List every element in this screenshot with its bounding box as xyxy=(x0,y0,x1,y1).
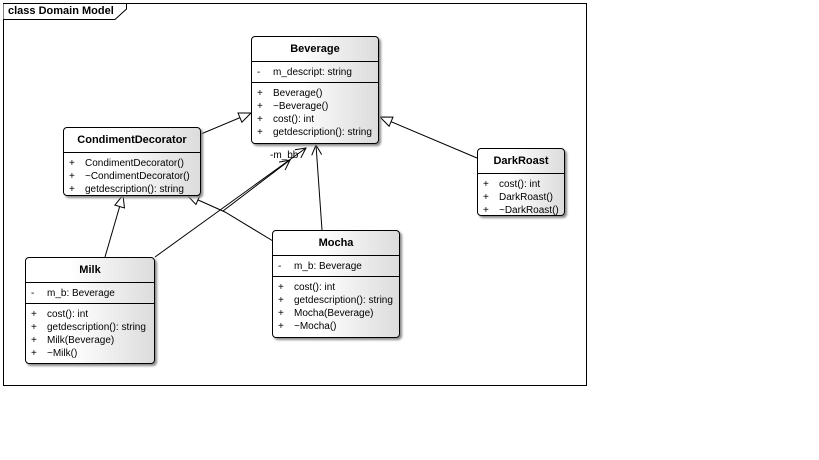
assoc-mocha-to-beverage xyxy=(316,145,323,231)
class-condiment-decorator[interactable]: CondimentDecorator +CondimentDecorator()… xyxy=(63,127,201,196)
assoc-milk-to-beverage xyxy=(154,148,306,258)
operation-row: +~CondimentDecorator() xyxy=(69,171,190,182)
operations-compartment: +cost(): int +DarkRoast() +~DarkRoast() xyxy=(478,174,564,216)
operation-row: +~DarkRoast() xyxy=(483,205,559,216)
operation-row: +CondimentDecorator() xyxy=(69,158,184,169)
operation-row: +cost(): int xyxy=(483,179,541,190)
class-name: Beverage xyxy=(252,37,378,62)
class-beverage[interactable]: Beverage -m_descript: string +Beverage()… xyxy=(251,36,379,144)
operation-row: +~Milk() xyxy=(31,348,78,359)
operation-row: +cost(): int xyxy=(278,282,336,293)
gen-condiment-to-beverage xyxy=(200,113,251,135)
operations-compartment: +Beverage() +~Beverage() +cost(): int +g… xyxy=(252,83,378,142)
operation-row: +~Beverage() xyxy=(257,101,329,112)
operation-row: +cost(): int xyxy=(31,309,89,320)
class-name: CondimentDecorator xyxy=(64,128,200,153)
class-name: Mocha xyxy=(273,231,399,256)
assoc-condiment-to-beverage xyxy=(222,160,290,212)
operation-row: +getdescription(): string xyxy=(278,295,393,306)
operation-row: +Milk(Beverage) xyxy=(31,335,115,346)
operation-row: +Mocha(Beverage) xyxy=(278,308,374,319)
operation-row: +getdescription(): string xyxy=(69,184,184,195)
frame-label: class Domain Model xyxy=(8,5,114,17)
attribute-row: -m_b: Beverage xyxy=(278,261,362,272)
class-mocha[interactable]: Mocha -m_b: Beverage +cost(): int +getde… xyxy=(272,230,400,338)
gen-darkroast-to-beverage xyxy=(380,117,478,159)
operation-row: +getdescription(): string xyxy=(31,322,146,333)
operation-row: +getdescription(): string xyxy=(257,127,372,138)
attributes-compartment: -m_b: Beverage xyxy=(26,283,154,304)
frame-tab xyxy=(3,3,127,20)
class-milk[interactable]: Milk -m_b: Beverage +cost(): int +getdes… xyxy=(25,257,155,364)
operations-compartment: +cost(): int +getdescription(): string +… xyxy=(26,304,154,363)
attribute-row: -m_b: Beverage xyxy=(31,288,115,299)
class-dark-roast[interactable]: DarkRoast +cost(): int +DarkRoast() +~Da… xyxy=(477,148,565,216)
operation-row: +DarkRoast() xyxy=(483,192,553,203)
role-label-m-bb: -m_bb xyxy=(270,150,299,161)
operation-row: +~Mocha() xyxy=(278,321,337,332)
operations-compartment: +CondimentDecorator() +~CondimentDecorat… xyxy=(64,153,200,195)
attribute-row: -m_descript: string xyxy=(257,67,352,78)
operation-row: +cost(): int xyxy=(257,114,315,125)
operation-row: +Beverage() xyxy=(257,88,323,99)
class-name: DarkRoast xyxy=(478,149,564,174)
attributes-compartment: -m_descript: string xyxy=(252,62,378,83)
gen-mocha-to-condiment xyxy=(187,195,274,242)
gen-milk-to-condiment xyxy=(104,195,123,258)
operations-compartment: +cost(): int +getdescription(): string +… xyxy=(273,277,399,336)
class-name: Milk xyxy=(26,258,154,283)
attributes-compartment: -m_b: Beverage xyxy=(273,256,399,277)
